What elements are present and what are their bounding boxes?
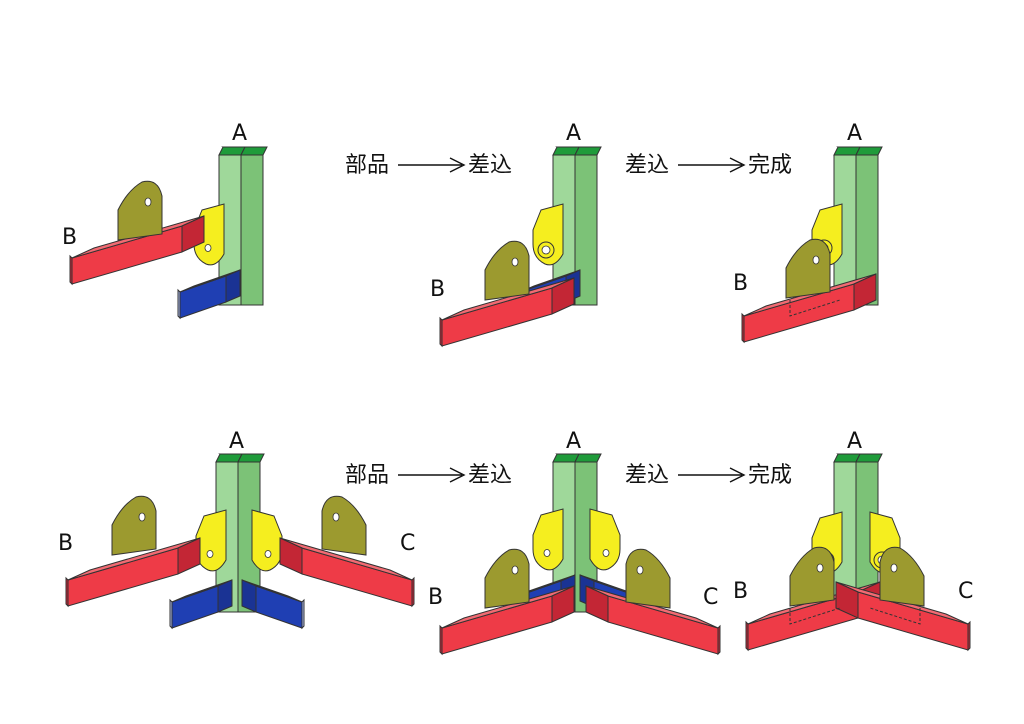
yellow-plate-right [251,509,283,572]
step-parts: 部品 [345,153,389,178]
olive-plate-left [484,548,530,609]
label-a: A [847,121,862,146]
step-insert: 差込 [468,463,512,488]
olive-plate-right [625,548,671,609]
connector-block-right [241,579,305,629]
label-a: A [232,121,247,146]
row1-panel-parts: A B [62,121,268,319]
label-a: A [229,429,244,454]
label-c: C [703,585,718,610]
row1-panel-insert: A B [430,121,602,347]
step-parts-to-insert-1: 部品 差込 [345,153,512,178]
label-c: C [400,531,415,556]
row1-panel-complete: A B [733,121,883,343]
arrow-icon [398,157,466,173]
arrow-icon [398,467,466,483]
olive-plate [484,240,530,301]
yellow-plate-right [589,508,621,571]
label-a: A [566,429,581,454]
olive-plate [117,180,163,241]
step-insert-to-complete-1: 差込 完成 [625,153,792,178]
label-b: B [733,579,748,604]
step-complete: 完成 [748,153,792,178]
label-c: C [958,579,973,604]
label-b: B [428,585,443,610]
step-parts-to-insert-2: 部品 差込 [345,463,512,488]
label-a: A [847,429,862,454]
label-b: B [733,271,748,296]
connector-block [177,269,241,319]
label-b: B [62,225,77,250]
olive-plate-right [879,546,925,607]
yellow-plate-left [532,508,564,571]
olive-plate-left [789,546,835,607]
connector-block-left [169,579,233,629]
arrow-icon [678,467,746,483]
row2-panel-insert: A B C [428,429,721,655]
step-complete: 完成 [748,463,792,488]
row2-panel-complete: A B C [733,429,973,651]
row2-panel-parts: A B C [58,429,415,629]
olive-plate-left [111,495,157,556]
step-insert: 差込 [625,153,669,178]
label-a: A [566,121,581,146]
olive-plate [785,238,831,299]
bolt-icon [537,241,555,259]
arrow-icon [678,157,746,173]
olive-plate-right [321,495,367,556]
step-insert: 差込 [625,463,669,488]
step-insert-to-complete-2: 差込 完成 [625,463,792,488]
label-b: B [58,531,73,556]
step-insert: 差込 [468,153,512,178]
label-b: B [430,277,445,302]
step-parts: 部品 [345,463,389,488]
